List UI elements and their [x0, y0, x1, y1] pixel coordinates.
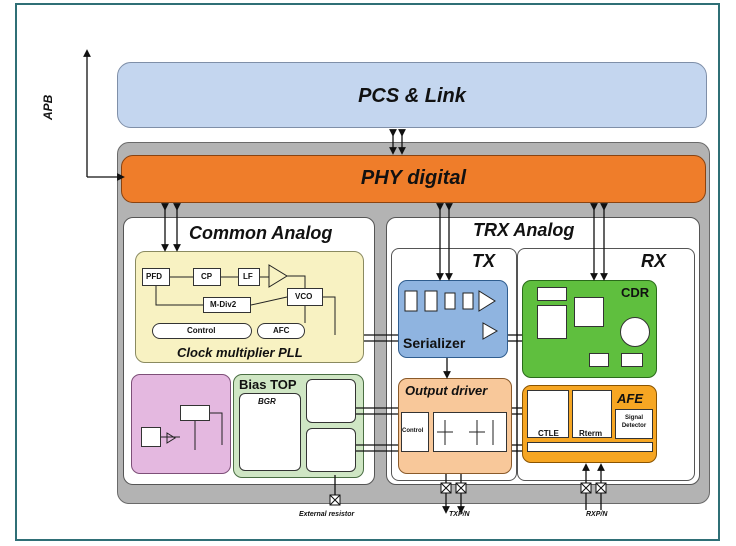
pfd-label: PFD	[146, 272, 162, 281]
common-analog-label: Common Analog	[189, 223, 333, 243]
ref-tri	[166, 432, 176, 444]
ser-mux-4	[462, 292, 474, 310]
trx-analog-label: TRX Analog	[473, 220, 575, 240]
pll-wire-vco-mdiv	[250, 296, 288, 306]
rx-label: RX	[641, 251, 667, 271]
mdiv-block	[203, 297, 251, 313]
driver-control-block	[401, 412, 429, 452]
ser-mux-3	[444, 292, 456, 310]
signal-detector-block	[615, 409, 653, 439]
bgr-block	[239, 393, 301, 471]
ser-buf-1	[478, 290, 496, 312]
output-driver-label: Output driver	[405, 383, 488, 398]
ser-mux-2	[424, 290, 438, 312]
pll-control-label: Control	[187, 326, 216, 335]
pll-wire-amp-vco	[287, 275, 306, 288]
lf-block	[238, 268, 260, 286]
cdr-label: CDR	[621, 285, 650, 300]
rterm-block	[572, 390, 612, 438]
cdr-vco-oval	[620, 317, 650, 347]
serializer-label: Serializer	[403, 335, 466, 351]
cp-block	[193, 268, 221, 286]
afc-block	[257, 323, 305, 339]
cdr-inner-4	[589, 353, 609, 367]
ser-buf-2	[482, 322, 499, 340]
vco-label: VCO	[295, 292, 313, 301]
cdr-inner-3	[574, 297, 604, 327]
afc-label: AFC	[273, 326, 290, 335]
ref-chain-box	[180, 405, 210, 421]
pcs-link-label: PCS & Link	[358, 85, 466, 107]
ctle-label: CTLE	[538, 429, 559, 438]
phy-digital-label: PHY digital	[360, 167, 467, 189]
figure-frame: PCS & Link APB PHY digital Common Analog…	[15, 3, 720, 541]
afe-bus-block	[527, 442, 653, 452]
pll-wire-mdiv-pfd	[155, 286, 203, 306]
pll-control-block	[152, 323, 252, 339]
bias-top-label: Bias TOP	[239, 377, 297, 392]
external-resistor-label: External resistor	[299, 511, 355, 518]
driver-stage-right	[469, 420, 485, 445]
bias-mirror-top	[306, 379, 356, 423]
driver-stage-left	[437, 420, 453, 445]
ser-mux-1	[404, 290, 418, 312]
cdr-inner-5	[621, 353, 643, 367]
pfd-block	[142, 268, 170, 286]
cp-label: CP	[201, 272, 213, 281]
pll-wire-vco-out	[323, 296, 336, 335]
pll-amp	[268, 264, 288, 288]
afe-label: AFE	[617, 391, 643, 406]
pcs-link-block	[117, 62, 707, 128]
rterm-label: Rterm	[579, 429, 603, 438]
ref-wire-3	[210, 412, 223, 445]
ref-inner-box	[141, 427, 161, 447]
vco-block	[287, 288, 323, 306]
mdiv-label: M-Div2	[210, 300, 237, 309]
pll-label: Clock multiplier PLL	[177, 345, 303, 360]
bias-mirror-bottom	[306, 428, 356, 472]
connection-lines	[83, 49, 608, 514]
txp-label: TXP/N	[449, 511, 470, 518]
lf-label: LF	[243, 272, 253, 281]
cdr-inner-1	[537, 287, 567, 301]
phy-digital-block	[121, 155, 706, 203]
reference-block	[131, 374, 231, 474]
cdr-inner-2	[537, 305, 567, 339]
driver-control-label: Control	[402, 428, 424, 434]
signal-detector-label: Signal Detector	[621, 415, 647, 429]
tx-label: TX	[472, 251, 496, 271]
bgr-label: BGR	[258, 397, 276, 406]
rxp-label: RXP/N	[586, 511, 608, 518]
ctle-block	[527, 390, 569, 438]
